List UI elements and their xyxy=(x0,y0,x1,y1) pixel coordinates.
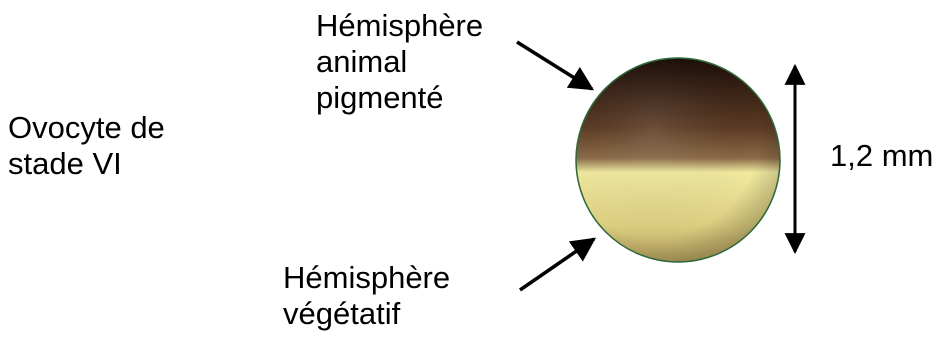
oocyte xyxy=(576,58,780,262)
oocyte-shading xyxy=(576,58,780,262)
animal-pole-arrow xyxy=(517,42,592,89)
vegetal-pole-arrow xyxy=(520,239,594,290)
